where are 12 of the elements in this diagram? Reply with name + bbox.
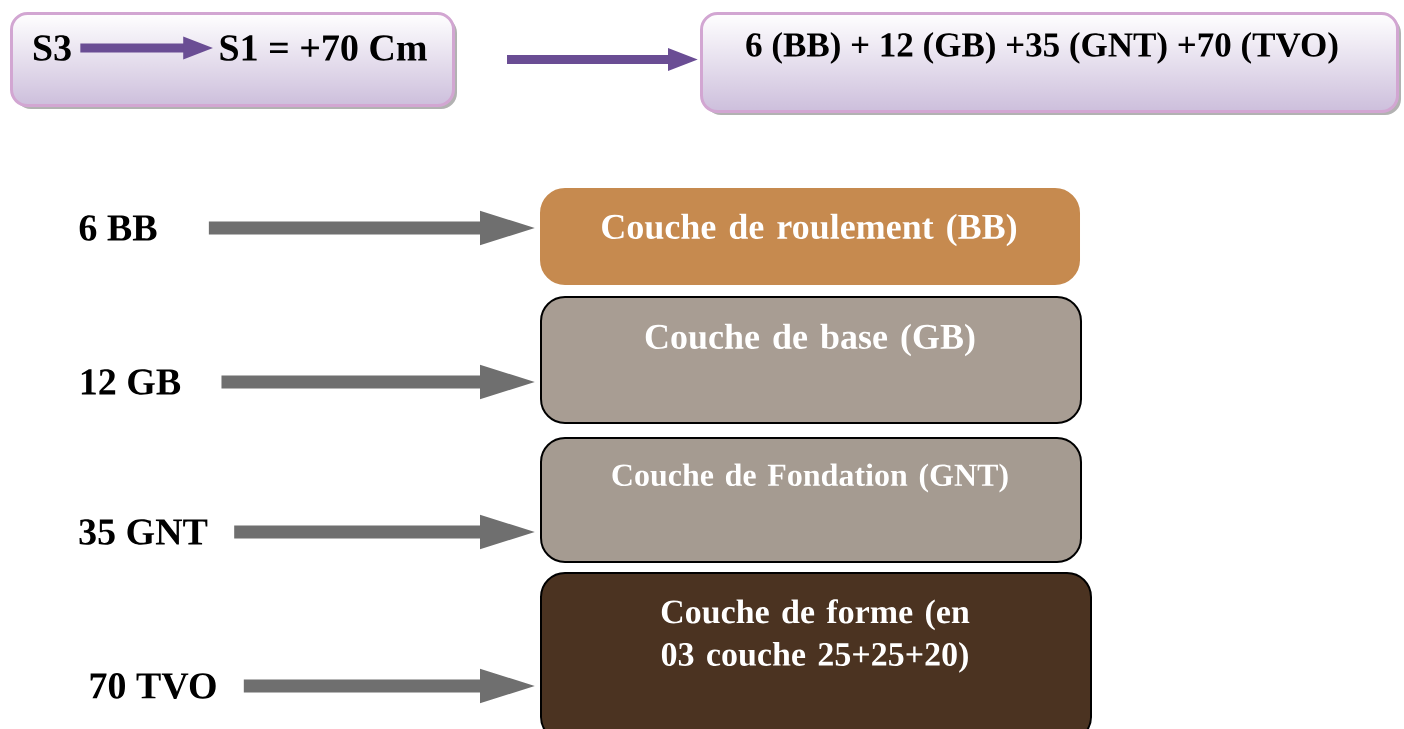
label: 70 TVO xyxy=(90,673,216,699)
layer-box: Couche de base (GB) xyxy=(540,296,1082,424)
layer-box: Couche de Fondation (GNT) xyxy=(540,437,1082,563)
title-box xyxy=(10,12,457,109)
label: S3 xyxy=(33,35,71,61)
label: S1 = +70 Cm xyxy=(220,35,427,61)
label: 12 GB xyxy=(81,369,181,395)
layer-box: Couche de forme (en 03 couche 25+25+20) xyxy=(540,572,1092,729)
layer-box: Couche de roulement (BB) xyxy=(540,188,1080,285)
result-box: 6 (BB) + 12 (GB) +35 (GNT) +70 (TVO) xyxy=(700,12,1401,115)
label: 35 GNT xyxy=(79,519,208,545)
label: 6 BB xyxy=(79,215,157,241)
